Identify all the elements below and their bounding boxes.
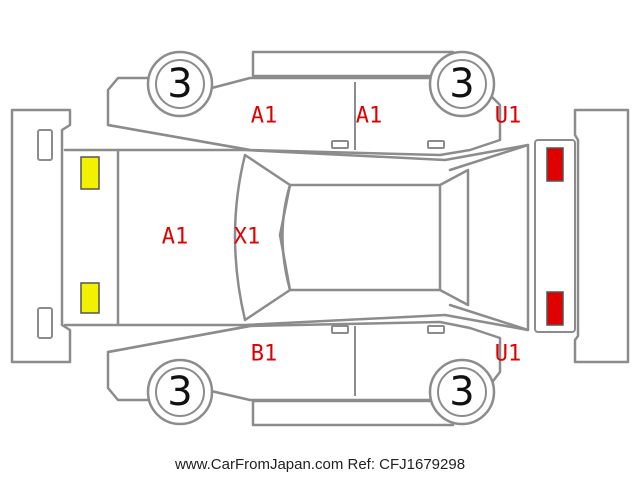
rear-lamp-bottom bbox=[546, 291, 564, 326]
tyre-front-right-score: 3 bbox=[167, 369, 192, 415]
code-windshield: X1 bbox=[234, 225, 261, 250]
code-rear-left-door: A1 bbox=[356, 104, 383, 129]
code-hood: A1 bbox=[162, 225, 189, 250]
code-front-left-door: A1 bbox=[251, 104, 278, 129]
tyre-rear-left: 3 bbox=[428, 50, 496, 118]
tyre-rear-left-score: 3 bbox=[449, 61, 474, 107]
tyre-front-left: 3 bbox=[146, 50, 214, 118]
tyre-rear-right-score: 3 bbox=[449, 369, 474, 415]
rear-bumper bbox=[534, 108, 630, 364]
front-bumper bbox=[10, 108, 72, 364]
tyre-front-left-score: 3 bbox=[167, 61, 192, 107]
car-body-top-view bbox=[63, 143, 530, 332]
code-rear-left-quarter: U1 bbox=[495, 104, 522, 129]
tyre-rear-right: 3 bbox=[428, 358, 496, 426]
front-lamp-bottom bbox=[80, 282, 100, 314]
front-lamp-top bbox=[80, 156, 100, 190]
code-front-right-door: B1 bbox=[251, 342, 278, 367]
rear-lamp-top bbox=[546, 147, 564, 182]
tyre-front-right: 3 bbox=[146, 358, 214, 426]
footer-reference: www.CarFromJapan.com Ref: CFJ1679298 bbox=[174, 456, 465, 473]
code-rear-right-quarter: U1 bbox=[495, 342, 522, 367]
